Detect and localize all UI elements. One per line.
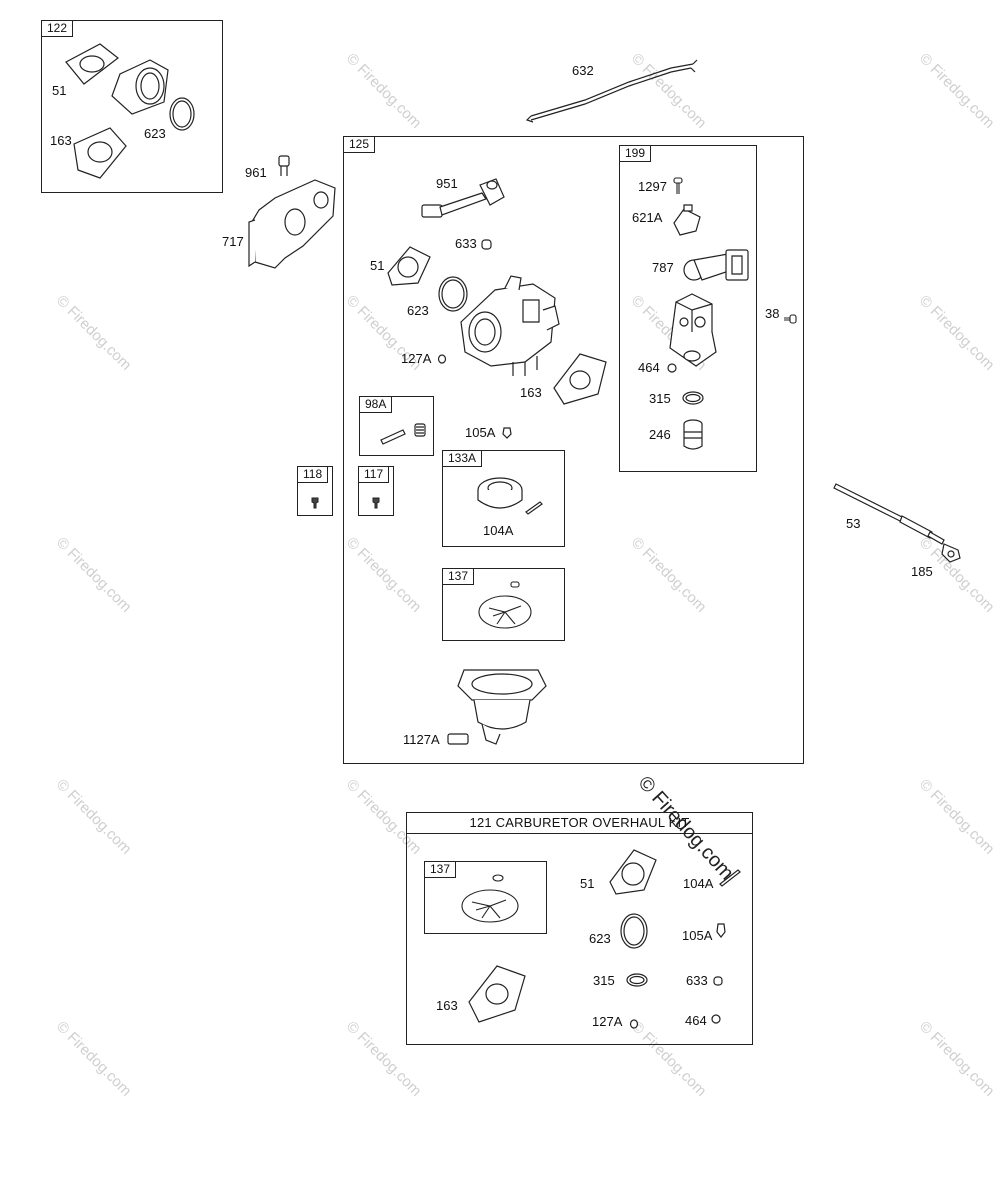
part-label-464: 464: [638, 360, 660, 375]
part-label-1127a: 1127A: [403, 732, 440, 747]
part-label-185: 185: [911, 564, 933, 579]
fuel-solenoid-drawing: [662, 292, 727, 377]
part-label-632: 632: [572, 63, 594, 78]
jet-105a-drawing: [500, 426, 514, 440]
watermark: © Firedog.com: [915, 1018, 998, 1100]
kit-number-tag: 137: [425, 862, 457, 878]
part-label-104a: 104A: [683, 876, 714, 891]
watermark: © Firedog.com: [915, 50, 998, 132]
kit-number-tag: 122: [42, 21, 74, 37]
screw-38-drawing: [784, 312, 798, 328]
kit-number-tag: 117: [359, 467, 390, 483]
part-label-38: 38: [765, 306, 780, 321]
washer-315-drawing: [680, 390, 706, 406]
part-label-53: 53: [846, 516, 861, 531]
lever-787-drawing: [680, 246, 755, 286]
carburetor-assembly-box-125: 125: [343, 136, 804, 764]
kit-box-137: 137: [442, 568, 565, 641]
overhaul-kit-box-121: 121 CARBURETOR OVERHAUL KIT: [406, 812, 753, 1045]
overhaul-o-ring-464-drawing: [710, 1013, 722, 1025]
part-label-621a: 621A: [632, 210, 663, 225]
kit-box-98a: 98A: [359, 396, 434, 456]
kit-number-tag: 133A: [443, 451, 483, 467]
part-label-633: 633: [455, 236, 477, 251]
overhaul-gasket-163-drawing: [465, 962, 530, 1027]
intake-spacer-kit-drawing: [60, 40, 210, 190]
part-label-163: 163: [50, 133, 72, 148]
part-label-127a: 127A: [592, 1014, 623, 1029]
float-bowl-drawing: [442, 664, 557, 756]
part-label-163: 163: [436, 998, 458, 1013]
overhaul-kit-title: 121 CARBURETOR OVERHAUL KIT: [407, 813, 752, 834]
part-label-315: 315: [649, 391, 671, 406]
kit-box-117: 117: [358, 466, 394, 516]
o-ring-623-drawing: [436, 274, 470, 314]
overhaul-diaphragm-drawing: [458, 872, 528, 927]
part-label-315: 315: [593, 973, 615, 988]
overhaul-jet-105a-drawing: [714, 922, 728, 940]
part-label-51: 51: [580, 876, 595, 891]
part-label-951: 951: [436, 176, 458, 191]
overhaul-pin-104a-drawing: [718, 866, 742, 886]
plug-633-drawing: [480, 238, 494, 252]
fitting-246-drawing: [680, 418, 706, 454]
kit-box-118: 118: [297, 466, 333, 516]
watermark: © Firedog.com: [52, 1018, 135, 1100]
kit-box-199: 199: [619, 145, 757, 472]
part-label-623: 623: [589, 931, 611, 946]
gasket-51-drawing: [384, 243, 434, 288]
carburetor-bracket-drawing: [245, 150, 345, 275]
overhaul-washer-315-drawing: [624, 972, 650, 988]
part-label-127a: 127A: [401, 351, 432, 366]
screw-118-drawing: [309, 496, 321, 510]
kit-number-tag: 125: [344, 137, 376, 153]
part-label-787: 787: [652, 260, 674, 275]
part-label-51: 51: [370, 258, 385, 273]
kit-box-133a: 133A: [442, 450, 565, 547]
needle-kit-98a-drawing: [375, 418, 435, 448]
part-label-1297: 1297: [638, 179, 667, 194]
watermark: © Firedog.com: [52, 776, 135, 858]
part-label-633: 633: [686, 973, 708, 988]
kit-box-122: 122: [41, 20, 223, 193]
gasket-163-drawing: [550, 348, 610, 408]
overhaul-o-ring-623-drawing: [618, 911, 650, 951]
carburetor-body-drawing: [455, 270, 565, 376]
o-ring-464-drawing: [666, 362, 678, 374]
diaphragm-137-drawing: [475, 580, 545, 635]
overhaul-plug-127a-drawing: [628, 1018, 640, 1030]
part-label-105a: 105A: [465, 425, 496, 440]
switch-621a-drawing: [670, 203, 705, 238]
part-label-104a: 104A: [483, 523, 514, 538]
float-133a-drawing: [476, 472, 546, 522]
part-label-717: 717: [222, 234, 244, 249]
part-label-246: 246: [649, 427, 671, 442]
choke-lever-drawing: [420, 175, 510, 225]
watermark: © Firedog.com: [342, 50, 425, 132]
choke-link-drawing: [525, 50, 700, 125]
watermark: © Firedog.com: [52, 534, 135, 616]
kit-number-tag: 98A: [360, 397, 393, 413]
throttle-shaft-drawing: [832, 478, 967, 568]
part-label-51: 51: [52, 83, 67, 98]
overhaul-kit-box-137: 137: [424, 861, 547, 934]
overhaul-plug-633-drawing: [712, 975, 724, 987]
part-label-105a: 105A: [682, 928, 713, 943]
part-label-464: 464: [685, 1013, 707, 1028]
plug-127a-drawing: [436, 353, 448, 365]
kit-number-tag: 137: [443, 569, 475, 585]
part-label-961: 961: [245, 165, 267, 180]
screw-1297-drawing: [672, 176, 684, 194]
watermark: © Firedog.com: [915, 776, 998, 858]
part-label-163: 163: [520, 385, 542, 400]
overhaul-gasket-51-drawing: [606, 846, 661, 896]
kit-number-tag: 199: [620, 146, 652, 162]
watermark: © Firedog.com: [52, 292, 135, 374]
kit-number-tag: 118: [298, 467, 329, 483]
part-label-623: 623: [144, 126, 166, 141]
part-label-623: 623: [407, 303, 429, 318]
watermark: © Firedog.com: [915, 292, 998, 374]
screw-117-drawing: [370, 496, 382, 510]
